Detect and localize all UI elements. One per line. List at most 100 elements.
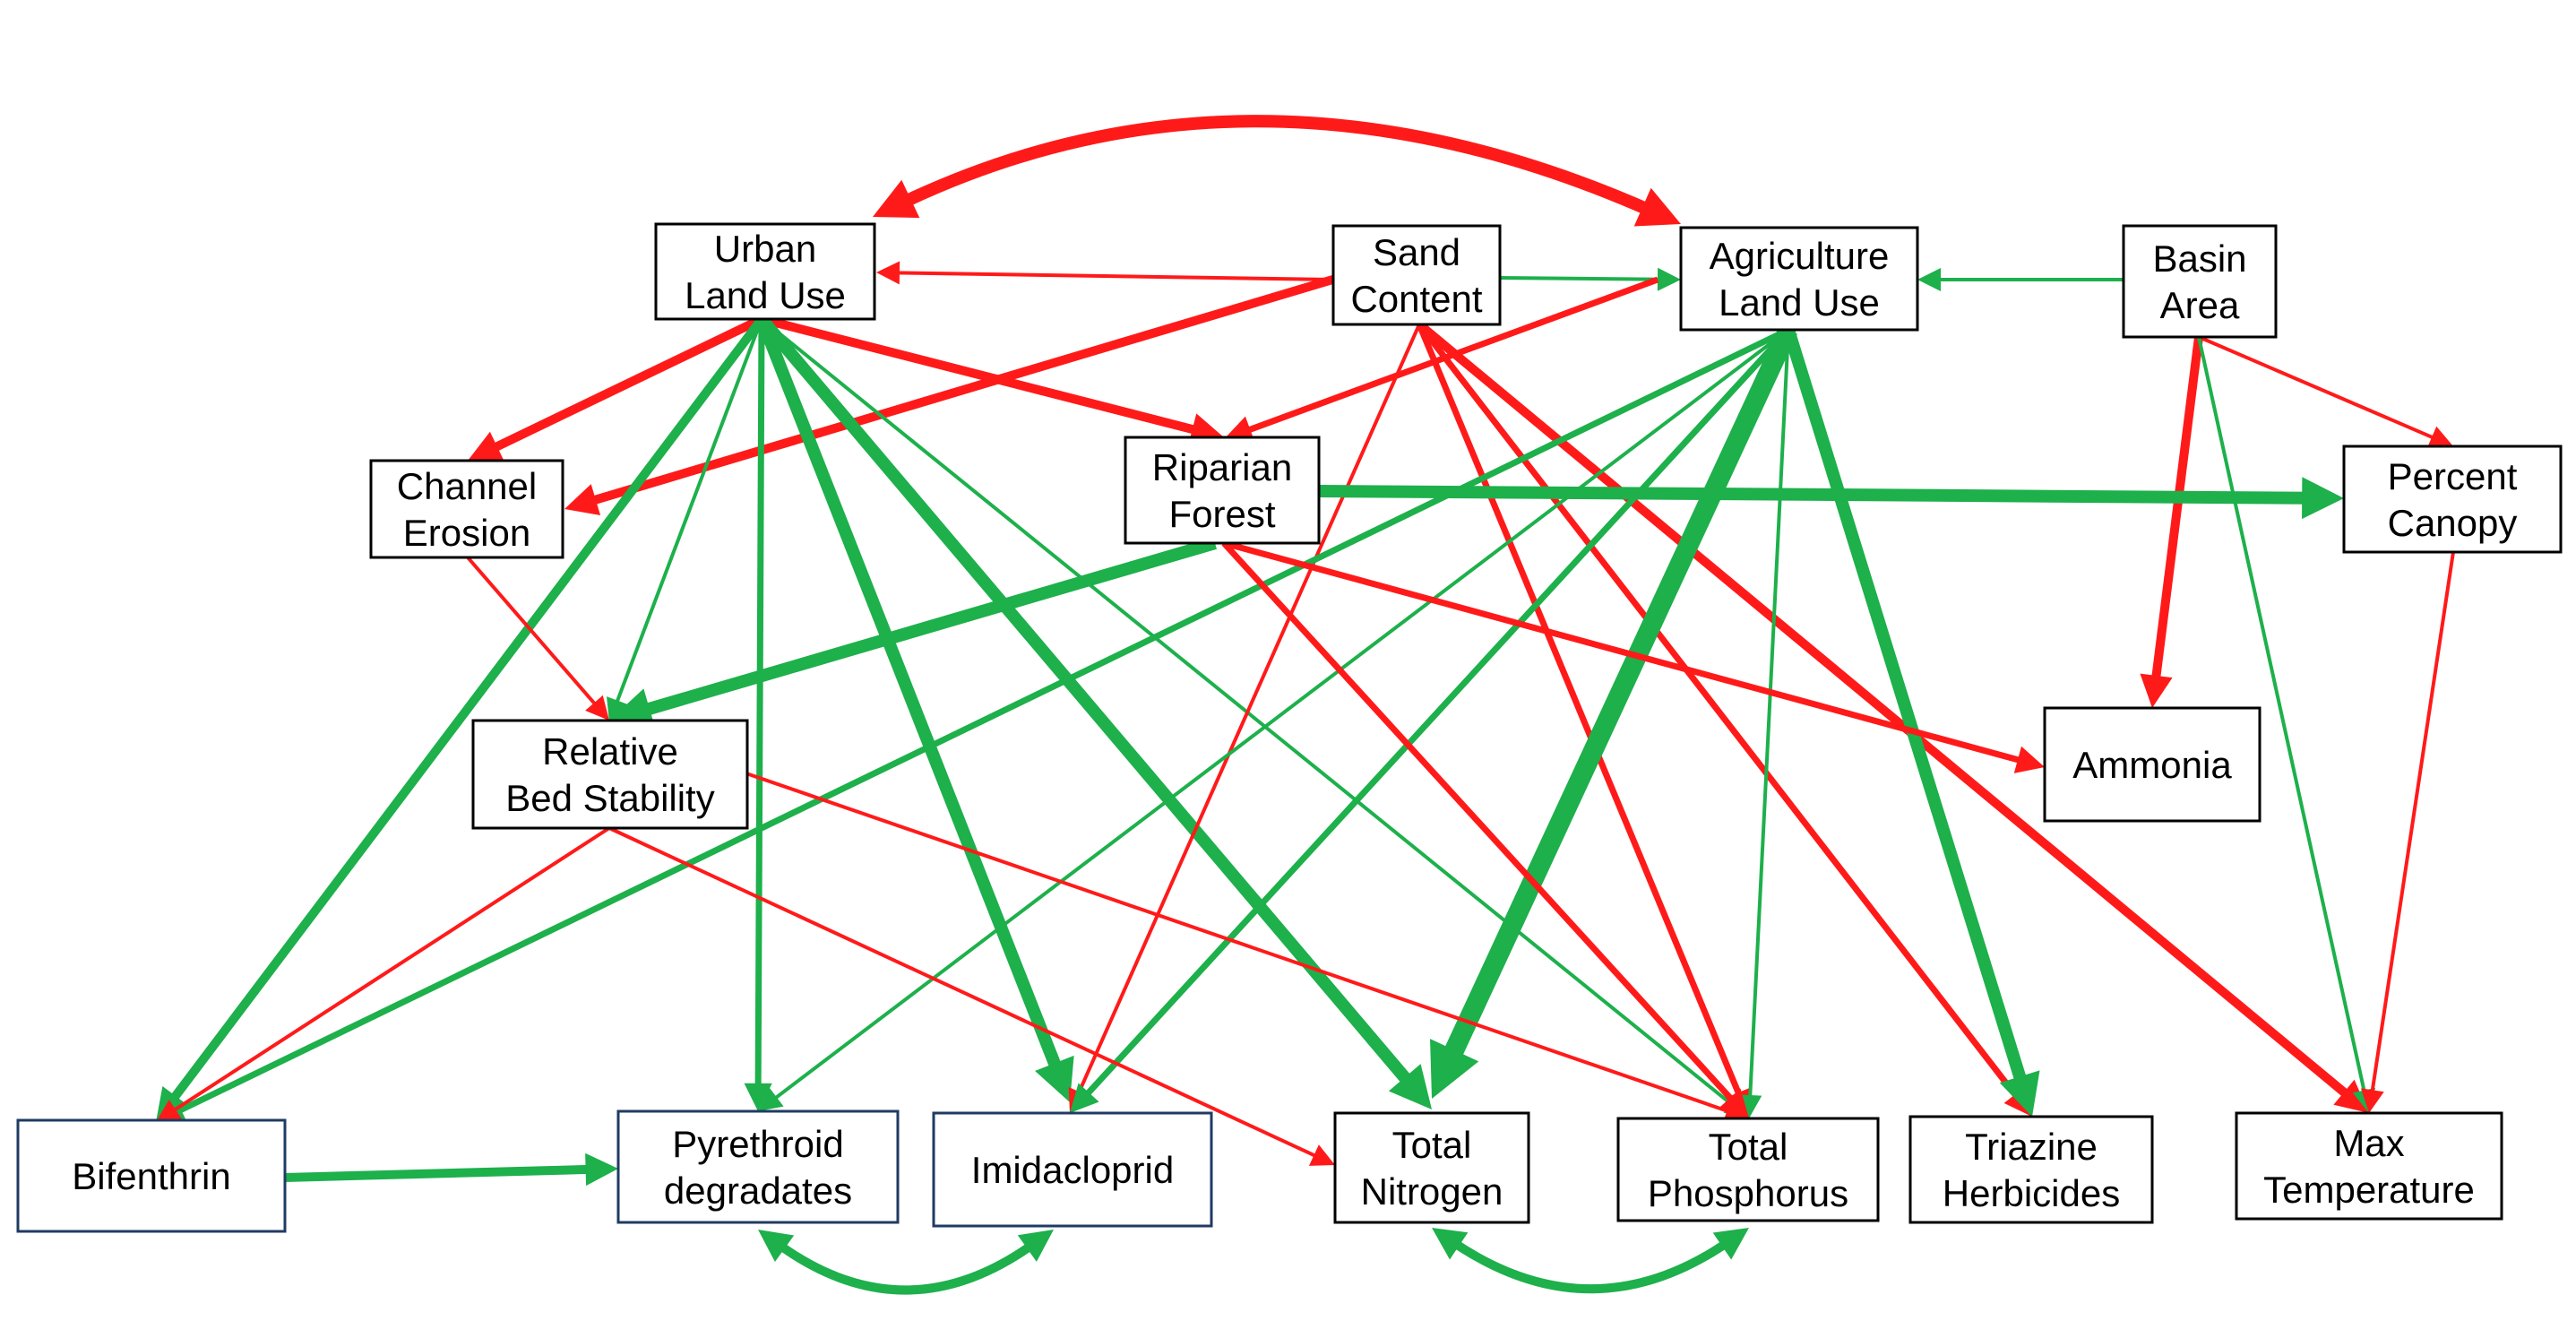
arrowhead-end [2140, 673, 2173, 708]
node-label: Basin [2152, 237, 2246, 280]
edge-bedstab-to-tp [743, 771, 1749, 1122]
arrowhead-start [758, 1230, 795, 1263]
arrowhead-end [1017, 1230, 1054, 1262]
arrowhead-end [1430, 1039, 1479, 1099]
edge-riparian-to-canopy [1318, 477, 2344, 520]
node-box [369, 459, 564, 559]
edge-line [754, 318, 765, 1090]
arrowhead-end [2302, 477, 2344, 520]
arrowhead-end [1738, 1094, 1762, 1118]
arrowhead-end [1308, 1144, 1335, 1166]
node-label: Erosion [403, 512, 530, 554]
edge-line [1441, 325, 1797, 1065]
edge-line [614, 318, 763, 706]
edges-layer [156, 115, 2455, 1295]
node-label: Urban [714, 228, 816, 270]
node-label: Phosphorus [1648, 1172, 1848, 1214]
edge-bedstab-to-tn [608, 826, 1335, 1166]
edge-line [894, 271, 1334, 281]
node-label: Pyrethroid [672, 1123, 843, 1165]
edge-line [756, 315, 1416, 1088]
node-box [1908, 1115, 2154, 1224]
edge-urban-to-pyrethroid [744, 318, 772, 1111]
edge-line [168, 315, 765, 1104]
edge-urban-to-channel [468, 315, 764, 462]
edge-line [1082, 327, 1791, 1099]
edge-line [1499, 276, 1663, 281]
node-label: Canopy [2388, 502, 2518, 544]
node-label: Triazine [1965, 1126, 2098, 1168]
node-label: degradates [664, 1170, 852, 1212]
arrowhead-end [1633, 187, 1681, 227]
edge-line [1748, 329, 1790, 1101]
node-label: Max [2333, 1122, 2404, 1164]
edge-tn-to-tp [1432, 1228, 1749, 1294]
edge-line [755, 316, 1064, 1074]
node-label: Riparian [1152, 446, 1292, 488]
edge-line [284, 1164, 593, 1182]
node-ammonia: Ammonia [2043, 706, 2262, 823]
node-label: Bed Stability [505, 777, 714, 819]
edge-channel-to-bedstab [466, 556, 609, 721]
edge-line [771, 328, 1790, 1102]
edge-sand-to-urban [876, 261, 1334, 285]
edge-line [900, 115, 1653, 217]
edge-urban-to-bedstab [607, 318, 763, 722]
node-label: Percent [2388, 455, 2518, 497]
arrowhead-end [758, 1087, 784, 1111]
edge-line [1451, 1239, 1730, 1294]
edge-line [1075, 324, 1421, 1097]
edge-line [760, 315, 1201, 436]
edge-line [466, 556, 599, 708]
node-label: Herbicides [1943, 1172, 2120, 1214]
arrowhead-end [564, 484, 601, 516]
arrowhead-end [468, 431, 504, 462]
edge-bedstab-to-bifenthrin [156, 826, 611, 1122]
node-box [1679, 226, 1919, 332]
edge-line [1416, 321, 2352, 1101]
edge-basin-to-agri [1917, 268, 2124, 291]
arrowhead-end [2361, 1088, 2384, 1113]
node-label: Temperature [2263, 1169, 2475, 1211]
edge-bifenthrin-to-pyrethroid [284, 1152, 618, 1187]
node-label: Relative [542, 730, 678, 773]
arrowhead-end [607, 696, 629, 722]
arrowhead-end [2426, 426, 2453, 448]
node-label: Total [1392, 1124, 1472, 1166]
edge-line [2150, 336, 2203, 683]
node-label: Land Use [685, 274, 846, 316]
node-box [16, 1118, 287, 1233]
edge-pyrethroid-to-imidacloprid [758, 1230, 1054, 1295]
node-box [471, 719, 749, 830]
edge-line [639, 537, 1217, 718]
edge-riparian-to-ammonia [1223, 540, 2045, 773]
edge-sand-to-agri [1499, 267, 1681, 291]
node-box [1616, 1117, 1880, 1222]
arrowhead-end [1388, 1064, 1432, 1109]
node-label: Land Use [1719, 281, 1880, 324]
edge-basin-to-ammonia [2140, 336, 2203, 708]
edge-line [2198, 335, 2437, 441]
node-box [2122, 224, 2278, 339]
arrowhead-start [873, 179, 920, 219]
edge-line [1782, 327, 2029, 1087]
edge-line [1221, 540, 1736, 1104]
edge-urban-to-tn [756, 315, 1432, 1109]
edge-line [608, 826, 1319, 1160]
node-label: Total [1709, 1126, 1788, 1168]
edge-sand-to-channel [564, 273, 1340, 516]
node-box [1331, 224, 1502, 326]
node-bifenthrin: Bifenthrin [16, 1118, 287, 1233]
edge-line [2197, 336, 2367, 1096]
node-box [654, 222, 876, 321]
arrowhead-end [876, 261, 900, 285]
edge-line [1318, 485, 2311, 505]
